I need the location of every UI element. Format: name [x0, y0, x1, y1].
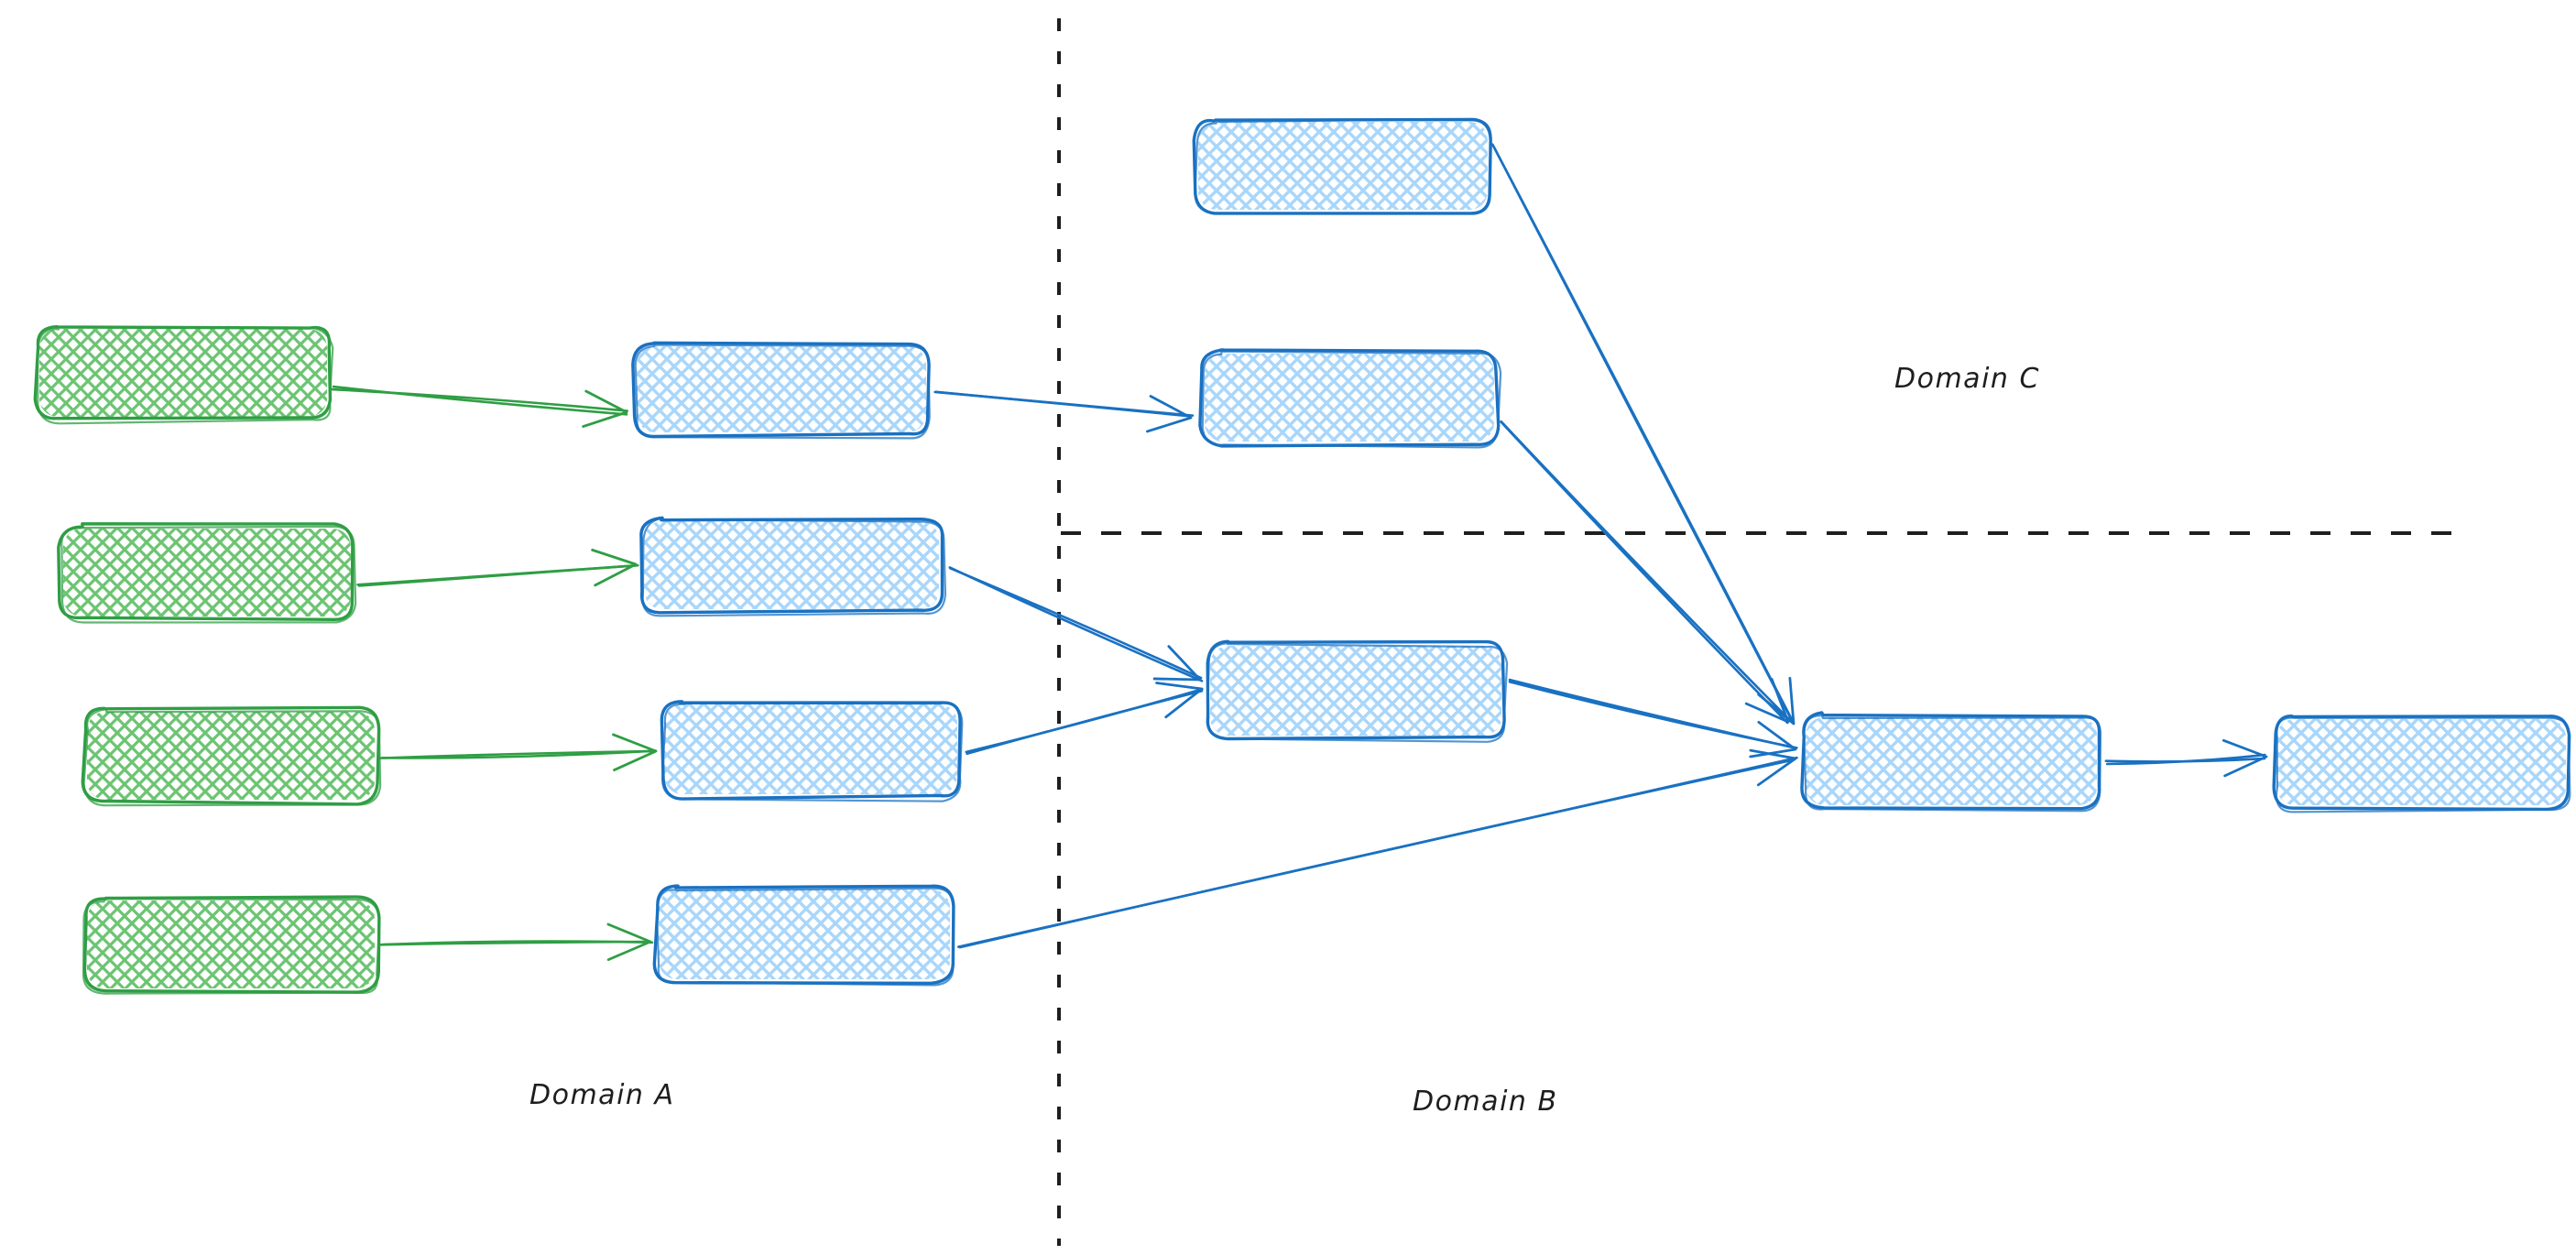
node-c2[interactable] [1198, 348, 1502, 449]
node-b1[interactable] [631, 341, 931, 440]
edge-c3-to-d1[interactable] [1508, 678, 1798, 758]
node-d1[interactable] [1800, 711, 2102, 813]
divider-layer [1057, 18, 2451, 1246]
edge-c2-to-d1[interactable] [1500, 420, 1792, 725]
node-a3[interactable] [81, 705, 382, 807]
edge-b1-to-c2[interactable] [933, 390, 1195, 433]
node-c3[interactable] [1206, 639, 1509, 743]
edge-b4-to-d1[interactable] [956, 748, 1798, 949]
node-b3[interactable] [660, 700, 964, 802]
domain-label-domain-c: Domain C [1894, 363, 2040, 395]
node-a4[interactable] [82, 895, 381, 995]
edge-a2-to-b2[interactable] [356, 548, 639, 587]
node-b2[interactable] [639, 516, 947, 617]
edge-b3-to-c3[interactable] [965, 682, 1204, 756]
node-d2[interactable] [2272, 715, 2571, 813]
edge-b2-to-c3[interactable] [948, 566, 1204, 682]
node-a1[interactable] [33, 325, 334, 425]
node-layer [33, 117, 2571, 995]
edge-a3-to-b3[interactable] [377, 733, 658, 771]
domain-label-domain-b: Domain B [1413, 1086, 1558, 1118]
label-layer: Domain A Domain B Domain C [529, 363, 2040, 1118]
node-c1[interactable] [1192, 117, 1492, 215]
edge-layer [329, 143, 2268, 962]
node-b4[interactable] [652, 884, 955, 987]
domain-label-domain-a: Domain A [529, 1079, 674, 1111]
node-a2[interactable] [57, 522, 357, 624]
edge-d1-to-d2[interactable] [2104, 738, 2268, 778]
edge-c1-to-d1[interactable] [1490, 143, 1796, 726]
edge-a4-to-b4[interactable] [378, 922, 654, 962]
edge-a1-to-b1[interactable] [329, 385, 628, 428]
